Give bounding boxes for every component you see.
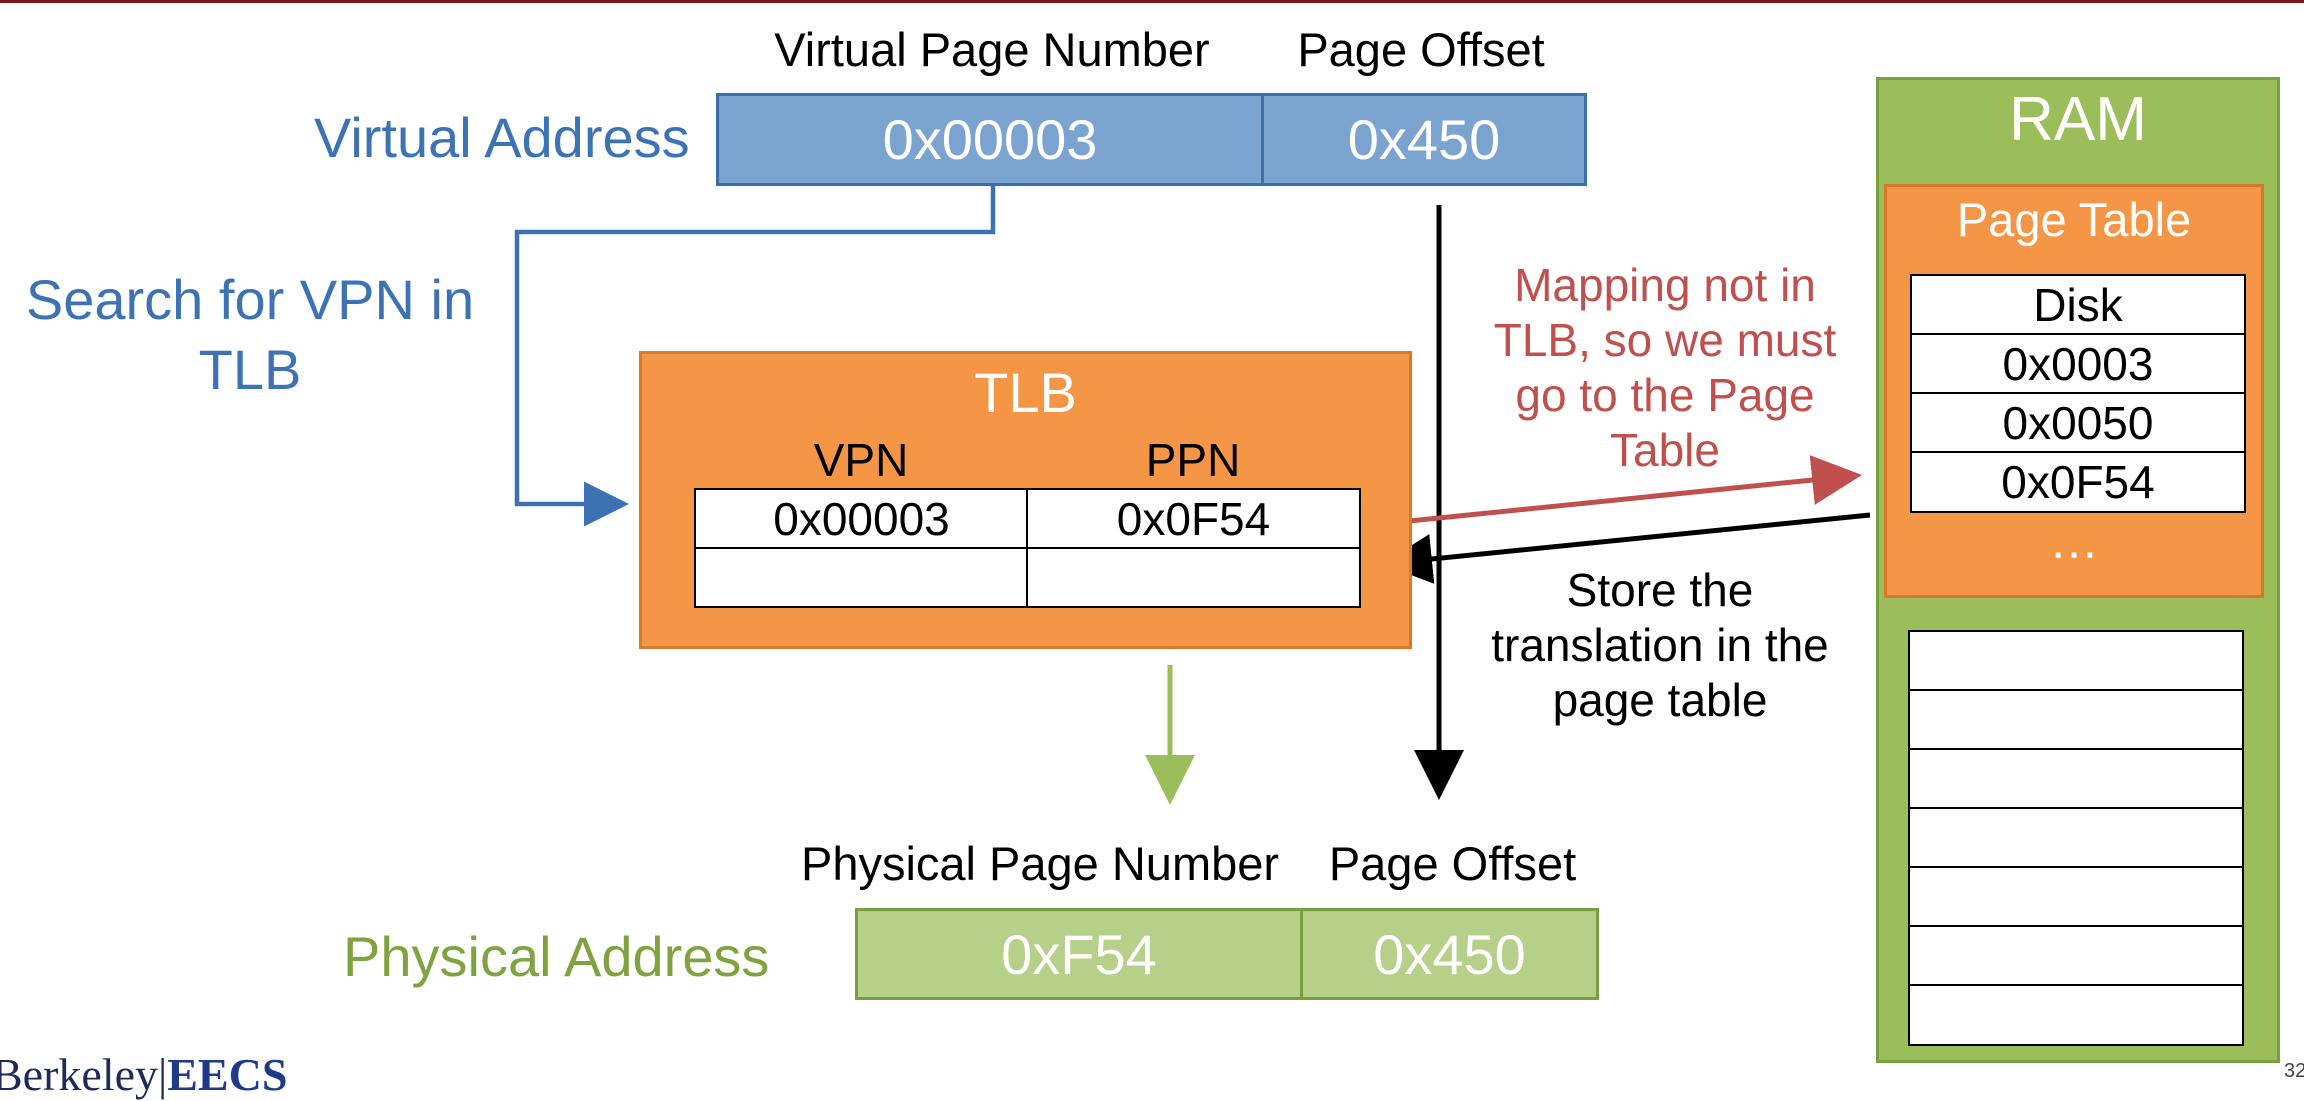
vpn-header: Virtual Page Number bbox=[774, 23, 1210, 76]
tlb-vpn-header: VPN bbox=[813, 434, 909, 486]
tlb-cell-vpn bbox=[694, 547, 1029, 608]
miss-note: Mapping not in TLB, so we must go to the… bbox=[1440, 258, 1890, 478]
vpn-field: 0x00003 bbox=[716, 93, 1264, 186]
miss-note-line: Table bbox=[1610, 424, 1720, 476]
tlb-cell-ppn: 0x0F54 bbox=[1026, 488, 1361, 550]
ram-row bbox=[1908, 807, 2244, 869]
page-table-entry: 0x0F54 bbox=[1910, 451, 2246, 513]
slide-number: 32 bbox=[2284, 1060, 2304, 1082]
berkeley-eecs-logo: Berkeley|EECS bbox=[0, 1048, 287, 1101]
va-offset-field: 0x450 bbox=[1261, 93, 1587, 186]
store-note-line: Store the bbox=[1566, 564, 1754, 616]
search-note-line: Search for VPN in bbox=[25, 268, 475, 331]
virtual-address-label: Virtual Address bbox=[314, 106, 690, 169]
va-offset-header: Page Offset bbox=[1297, 23, 1545, 76]
page-table-entry: Disk bbox=[1910, 274, 2246, 336]
search-arrow bbox=[514, 185, 996, 527]
search-note-line: TLB bbox=[198, 338, 302, 401]
store-note-line: translation in the bbox=[1491, 619, 1829, 671]
ram-row bbox=[1908, 925, 2244, 987]
ppn-field: 0xF54 bbox=[855, 908, 1303, 1000]
logo-eecs: EECS bbox=[167, 1049, 288, 1100]
pa-offset-header: Page Offset bbox=[1328, 837, 1577, 890]
ram-row bbox=[1908, 630, 2244, 692]
ram-row bbox=[1908, 689, 2244, 751]
tlb-title: TLB bbox=[974, 361, 1077, 424]
page-table-ellipsis: … bbox=[2049, 513, 2099, 569]
ram-row bbox=[1908, 748, 2244, 810]
miss-note-line: Mapping not in bbox=[1514, 259, 1816, 311]
store-note: Store the translation in the page table bbox=[1440, 563, 1880, 728]
tlb-cell-vpn: 0x00003 bbox=[694, 488, 1029, 550]
search-note: Search for VPN in TLB bbox=[0, 265, 500, 405]
miss-note-line: TLB, so we must bbox=[1493, 314, 1837, 366]
ram-row bbox=[1908, 866, 2244, 928]
ram-title: RAM bbox=[2009, 85, 2147, 154]
store-to-tlb-arrow bbox=[1382, 512, 1871, 584]
top-accent-bar bbox=[0, 0, 2304, 3]
logo-berkeley: Berkeley bbox=[0, 1049, 159, 1100]
page-table-entry: 0x0050 bbox=[1910, 392, 2246, 454]
page-table-entry: 0x0003 bbox=[1910, 333, 2246, 395]
tlb-cell-ppn bbox=[1026, 547, 1361, 608]
ppn-header: Physical Page Number bbox=[800, 837, 1280, 890]
tlb-ppn-header: PPN bbox=[1145, 434, 1241, 486]
miss-note-line: go to the Page bbox=[1515, 369, 1815, 421]
store-note-line: page table bbox=[1552, 674, 1768, 726]
ram-row bbox=[1908, 984, 2244, 1046]
page-table-title: Page Table bbox=[1956, 193, 2192, 246]
pa-offset-field: 0x450 bbox=[1300, 908, 1599, 1000]
miss-to-page-table-arrow bbox=[1379, 455, 1862, 527]
physical-address-label: Physical Address bbox=[343, 925, 770, 988]
ram-memory-rows bbox=[1908, 630, 2244, 1046]
